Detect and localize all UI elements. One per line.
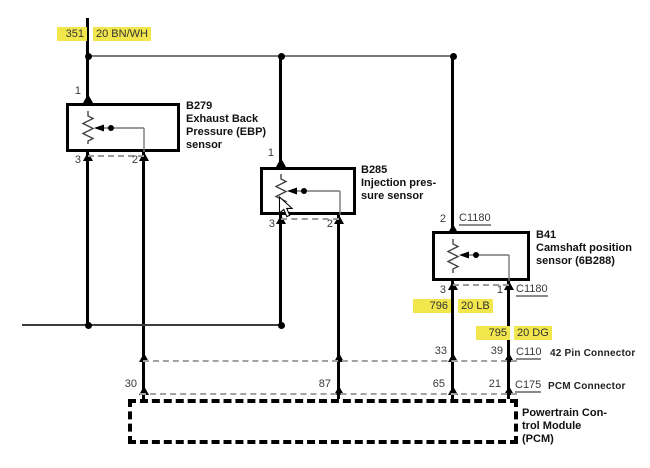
b41-potentiometer-symbol	[446, 239, 510, 281]
arrowhead	[504, 386, 514, 395]
b285-connector-dash	[281, 218, 339, 220]
mouse-cursor-icon	[278, 195, 294, 218]
b285-potentiometer-symbol	[274, 174, 341, 215]
b279-potentiometer-symbol	[81, 111, 145, 152]
arrowhead	[448, 353, 458, 362]
b285-label: B285 Injection pres- sure sensor	[361, 164, 437, 202]
c175-pin87-label: 87	[318, 378, 331, 390]
c175-pin30-label: 30	[124, 378, 137, 390]
arrowhead	[276, 158, 286, 167]
arrowhead	[83, 94, 93, 103]
wire-b279-pin2-to-pcm30	[142, 150, 145, 403]
junction-dot	[278, 53, 285, 60]
b285-pin1-label: 1	[267, 147, 274, 159]
c110-pin39-label: 39	[490, 345, 503, 357]
b41-bottom-connector-label: C1180	[516, 283, 548, 297]
arrowhead	[504, 353, 514, 362]
arrowhead	[139, 353, 149, 362]
c175-pin65-label: 65	[432, 378, 445, 390]
arrowhead	[334, 215, 344, 224]
42pin-connector-name: 42 Pin Connector	[550, 348, 636, 359]
wire-b285-pin1	[279, 56, 282, 168]
c175-pin21-label: 21	[488, 378, 501, 390]
b41-top-connector-label: C1180	[459, 212, 491, 226]
c175-connector-label: C175	[515, 379, 542, 393]
b41-label: B41 Camshaft position sensor (6B288)	[536, 229, 632, 267]
arrowhead	[334, 386, 344, 395]
arrowhead	[334, 353, 344, 362]
c175-connector-line	[140, 393, 517, 395]
junction-dot	[450, 53, 457, 60]
wire-spec-795-highlight: 20 DG	[514, 326, 552, 340]
wire-spec-796-highlight: 20 LB	[458, 299, 493, 313]
b285-pin2-label: 2	[326, 218, 333, 230]
c110-connector-label: C110	[516, 346, 542, 360]
pcm-label: Powertrain Con- trol Module (PCM)	[522, 407, 607, 445]
c110-pin33-label: 33	[434, 345, 447, 357]
wire-spec-351-highlight: 20 BN/WH	[93, 27, 151, 41]
pcm-module-box	[128, 399, 518, 444]
b285-pin3-label: 3	[268, 218, 275, 230]
circuit-796-highlight: 796	[413, 299, 451, 313]
pcm-connector-name: PCM Connector	[548, 381, 626, 392]
supply-bus-line	[88, 55, 453, 57]
b279-connector-dash	[88, 155, 144, 157]
wire-796-b41-pin3-to-pcm65	[451, 279, 454, 403]
wire-b41-pin2	[451, 56, 454, 234]
junction-dot	[85, 322, 92, 329]
junction-dot	[85, 53, 92, 60]
b41-sensor-box	[432, 231, 530, 281]
return-bus-line	[22, 324, 282, 326]
circuit-351-highlight: 351	[57, 27, 87, 41]
b41-pin3-label: 3	[439, 284, 446, 296]
arrowhead	[504, 281, 514, 290]
b41-connector-dash	[453, 284, 509, 286]
arrowhead	[448, 224, 458, 233]
arrowhead	[139, 152, 149, 161]
b279-pin2-label: 2	[131, 154, 138, 166]
arrowhead	[139, 386, 149, 395]
c110-connector-line	[143, 360, 517, 362]
wire-b279-pin3	[86, 150, 89, 326]
wire-795-b41-pin1-to-pcm21	[507, 279, 510, 403]
b41-pin2-label: 2	[439, 213, 446, 225]
b279-pin3-label: 3	[74, 154, 81, 166]
wire-b285-pin3	[279, 213, 282, 326]
arrowhead	[448, 386, 458, 395]
b41-pin1-label: 1	[496, 284, 503, 296]
b279-label: B279 Exhaust Back Pressure (EBP) sensor	[186, 100, 267, 151]
circuit-795-highlight: 795	[476, 326, 510, 340]
wire-351-vertical	[86, 18, 89, 104]
b279-pin1-label: 1	[74, 85, 81, 97]
wire-b285-pin2-to-pcm87	[337, 213, 340, 403]
junction-dot	[278, 322, 285, 329]
